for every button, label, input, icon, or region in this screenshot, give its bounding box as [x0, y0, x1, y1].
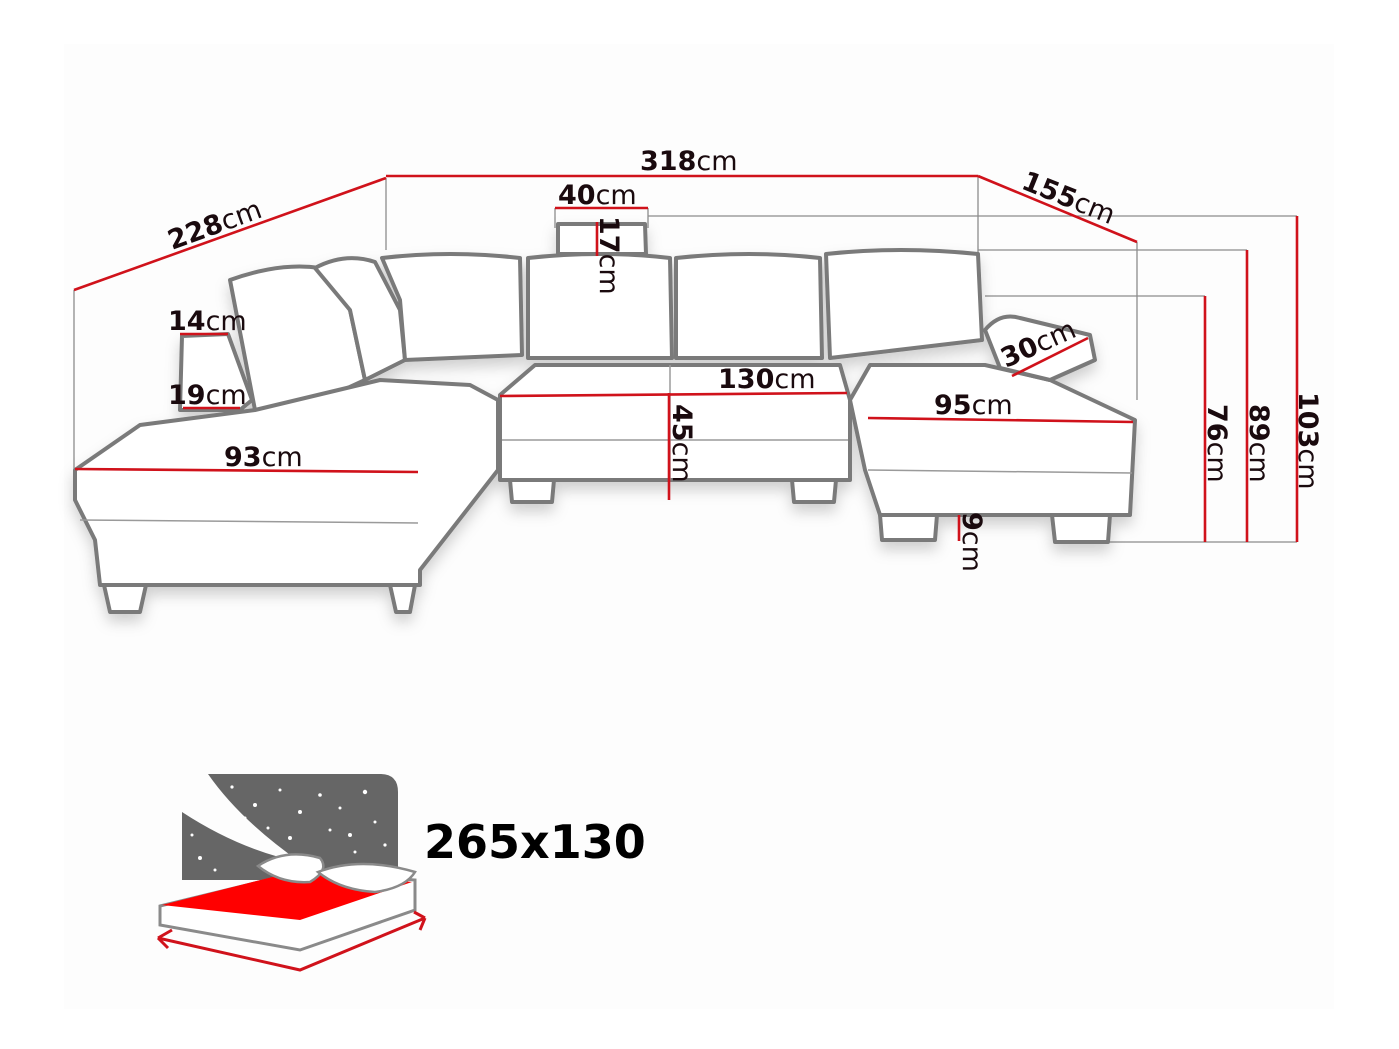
label-right-depth: 155cm [1017, 166, 1119, 231]
sleeping-area-size: 265x130 [424, 815, 646, 869]
label-back-height: 76cm [1201, 404, 1232, 483]
dim-line-30 [1011, 336, 1089, 378]
label-headrest-height: 17cm [593, 216, 624, 295]
label-right-chaise: 95cm [934, 390, 1013, 421]
dim-line-130 [499, 391, 848, 398]
label-left-depth: 228cm [164, 194, 266, 256]
label-leg-height: 9cm [956, 512, 987, 572]
label-seat-height: 45cm [666, 404, 697, 483]
sofa-outline [73, 222, 1137, 614]
dim-line-93 [74, 467, 419, 474]
label-armrest-top: 14cm [168, 306, 247, 337]
label-armrest-bottom: 19cm [168, 380, 247, 411]
label-middle-seat: 130cm [718, 364, 816, 395]
label-total-width: 318cm [640, 146, 738, 177]
dim-line-228 [73, 176, 387, 292]
label-cushion-height: 89cm [1243, 404, 1274, 483]
dim-line-95 [867, 416, 1134, 424]
dim-line-155 [977, 174, 1138, 244]
bed-with-starry-night-icon [156, 774, 427, 972]
label-total-height: 103cm [1292, 392, 1323, 490]
label-headrest-width: 40cm [558, 180, 637, 211]
guide-lines [73, 176, 1297, 543]
dimension-lines [73, 174, 1299, 542]
label-left-chaise: 93cm [224, 442, 303, 473]
